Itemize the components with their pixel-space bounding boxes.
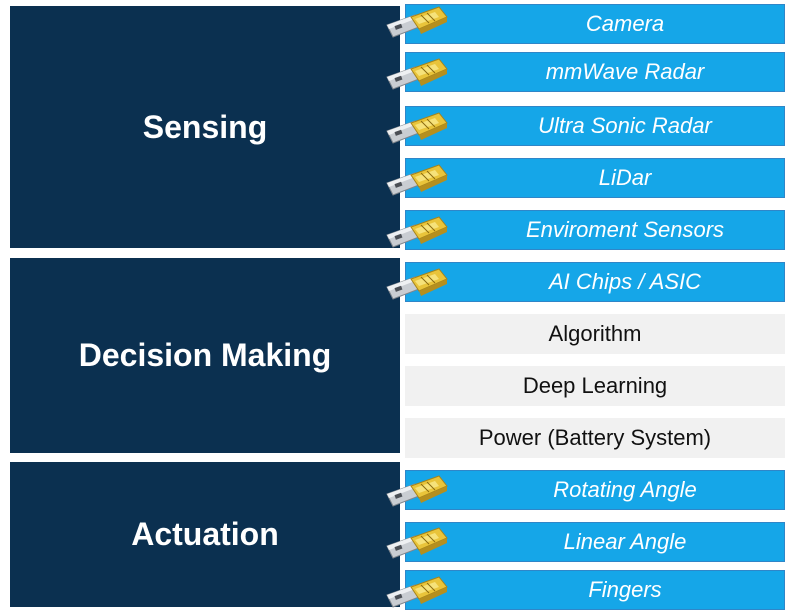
item-label: Rotating Angle (553, 477, 697, 502)
chip-icon (385, 55, 457, 93)
item-ultrasonic-radar: Ultra Sonic Radar (405, 106, 785, 146)
item-linear-angle: Linear Angle (405, 522, 785, 562)
item-label: mmWave Radar (545, 59, 705, 84)
item-label: LiDar (598, 165, 652, 190)
item-label: Power (Battery System) (478, 425, 712, 450)
item-algorithm: Algorithm (405, 314, 785, 354)
item-ai-chips: AI Chips / ASIC (405, 262, 785, 302)
category-label: Sensing (142, 108, 268, 145)
chip-icon (385, 109, 457, 147)
chip-icon (385, 265, 457, 303)
item-camera: Camera (405, 4, 785, 44)
item-rotating-angle: Rotating Angle (405, 470, 785, 510)
chip-icon (385, 472, 457, 510)
chip-icon (385, 524, 457, 562)
chip-icon (385, 213, 457, 251)
item-label: Linear Angle (563, 529, 687, 554)
item-enviroment-sensors: Enviroment Sensors (405, 210, 785, 250)
category-sensing: Sensing (10, 6, 400, 248)
chip-icon (385, 161, 457, 199)
item-power-battery: Power (Battery System) (405, 418, 785, 458)
item-label: Ultra Sonic Radar (538, 113, 712, 138)
category-label: Actuation (131, 516, 279, 552)
item-fingers: Fingers (405, 570, 785, 610)
item-lidar: LiDar (405, 158, 785, 198)
item-label: Fingers (588, 577, 662, 602)
item-label: Deep Learning (522, 373, 668, 398)
item-label: Enviroment Sensors (525, 217, 725, 242)
category-label: Decision Making (78, 337, 332, 373)
item-label: Algorithm (548, 321, 642, 346)
item-label: AI Chips / ASIC (548, 269, 701, 294)
item-mmwave-radar: mmWave Radar (405, 52, 785, 92)
item-deep-learning: Deep Learning (405, 366, 785, 406)
chip-icon (385, 3, 457, 41)
item-label: Camera (585, 11, 665, 36)
chip-icon (385, 573, 457, 611)
category-actuation: Actuation (10, 462, 400, 607)
category-decision-making: Decision Making (10, 258, 400, 453)
